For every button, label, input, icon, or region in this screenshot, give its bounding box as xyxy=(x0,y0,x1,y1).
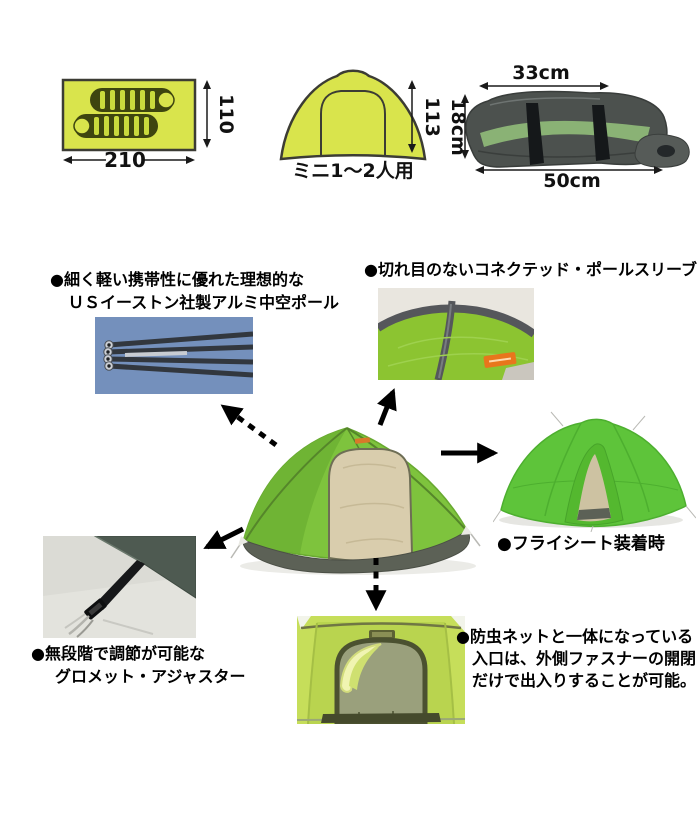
front-height-label: 113 xyxy=(421,97,443,137)
aluminum-poles-photo xyxy=(95,317,253,394)
entrance-annotation-line2: 入口は、外側ファスナーの開閉 xyxy=(472,649,697,668)
main-tent-photo xyxy=(230,427,481,575)
entrance-annotation-line1: ●防虫ネットと一体になっている xyxy=(456,627,694,646)
front-view-diagram: ミニ1～2人用 113 xyxy=(279,69,443,182)
adjuster-strap xyxy=(95,560,145,610)
door-outline xyxy=(320,90,386,156)
bag-bottom-dimension xyxy=(475,166,663,174)
grommet-annotation-line1: ●無段階で調節が可能な xyxy=(31,644,205,663)
pole-bundle xyxy=(107,331,253,378)
height-dimension xyxy=(408,80,416,153)
adjuster-buckle xyxy=(84,598,107,620)
grommet-annotation: ●無段階で調節が可能な グロメット・アジャスター xyxy=(31,642,246,688)
pole-tips xyxy=(103,340,114,371)
bag-width-bottom-label: 50cm xyxy=(543,170,601,190)
pole-sleeve-photo xyxy=(378,288,534,380)
poles-annotation-line1: ●細く軽い携帯性に優れた理想的な xyxy=(50,270,304,289)
pole-sleeve-annotation: ●切れ目のないコネクテッド・ポールスリーブ xyxy=(364,258,697,281)
dome-outline xyxy=(279,69,427,161)
bag-top-dimension xyxy=(479,82,609,90)
width-dimension xyxy=(63,156,195,164)
front-view-caption: ミニ1～2人用 xyxy=(292,160,413,182)
floor-depth-label: 110 xyxy=(215,94,237,134)
entrance-photo xyxy=(297,616,465,724)
entrance-base-bar xyxy=(321,713,441,723)
flysheet-photo xyxy=(493,411,696,532)
bag-height-label: 18cm xyxy=(447,98,469,156)
entrance-annotation-line3: だけで出入りすることが可能。 xyxy=(472,671,697,690)
bag-width-top-label: 33cm xyxy=(512,62,570,84)
bag-strap-right xyxy=(592,105,610,161)
floor-width-label: 210 xyxy=(104,148,146,172)
bag-strap-left xyxy=(526,103,544,165)
pole-sleeve-annotation-line1: ●切れ目のないコネクテッド・ポールスリーブ xyxy=(364,260,698,279)
packed-tent-bag xyxy=(465,90,690,168)
tent-door-panel xyxy=(328,448,414,562)
floor-plan-diagram: 210 110 xyxy=(61,78,237,172)
tent-logo xyxy=(354,437,371,444)
bag-left-dimension xyxy=(461,94,469,159)
poles-annotation-line2: ＵＳイーストン社製アルミ中空ポール xyxy=(68,293,340,312)
sleeping-bag-bottom xyxy=(73,114,158,138)
entrance-top-pole xyxy=(300,622,462,630)
depth-dimension xyxy=(203,80,211,148)
entrance-annotation: ●防虫ネットと一体になっている 入口は、外側ファスナーの開閉 だけで出入りするこ… xyxy=(456,626,696,692)
brand-logo xyxy=(483,352,517,368)
flysheet-caption: ●フライシート装着時 xyxy=(497,534,665,554)
sleeping-bag-top xyxy=(90,88,175,112)
poles-annotation: ●細く軽い携帯性に優れた理想的な ＵＳイーストン社製アルミ中空ポール xyxy=(50,268,339,314)
grommet-pin xyxy=(64,613,94,638)
grommet-annotation-line2: グロメット・アジャスター xyxy=(55,667,246,686)
grommet-adjuster-photo xyxy=(43,536,196,638)
packed-bag-photo: 33cm 18cm 50cm xyxy=(447,62,690,190)
tent-base-skirt xyxy=(242,529,471,574)
